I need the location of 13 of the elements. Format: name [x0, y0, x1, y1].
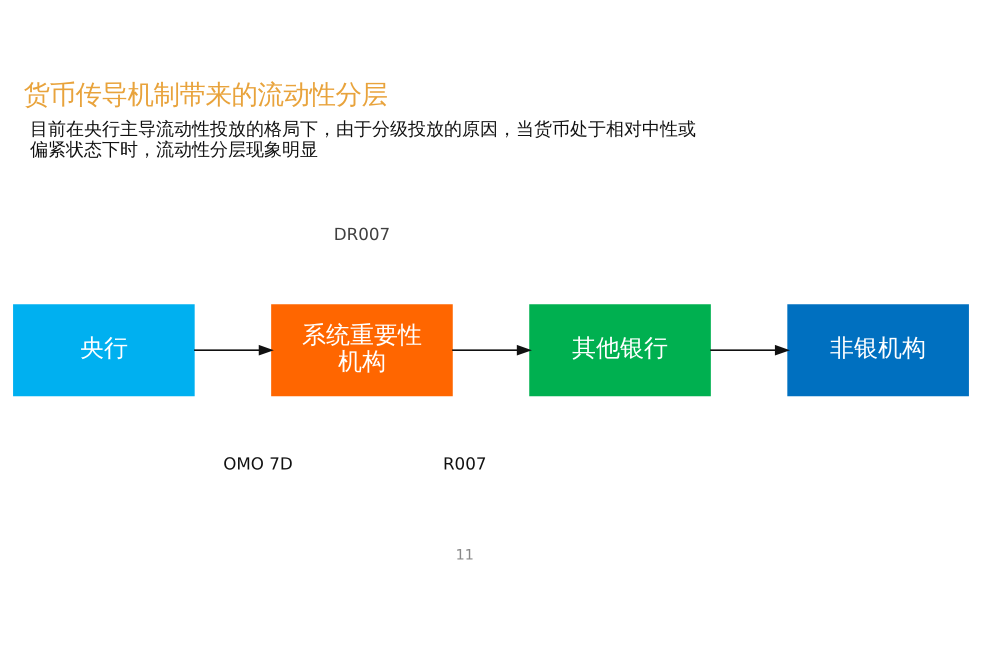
node-box: 其他银行 — [529, 304, 711, 396]
node-box: 非银机构 — [787, 304, 969, 396]
label: 11 — [456, 547, 474, 564]
label: 目前在央行主导流动性投放的格局下，由于分级投放的原因，当货币处于相对中性或偏紧状态下时，流动性分层现象明显 — [30, 119, 696, 160]
label: R007 — [442, 453, 486, 474]
arrow — [710, 344, 790, 356]
node-box: 系统重要性机构 — [271, 304, 453, 396]
label: DR007 — [334, 224, 390, 244]
arrow — [194, 344, 274, 356]
label: OMO 7D — [223, 453, 293, 474]
diagram-title: 货币传导机制带来的流动性分层 — [23, 80, 388, 111]
arrow — [452, 344, 532, 356]
node-box: 央行 — [13, 304, 195, 396]
